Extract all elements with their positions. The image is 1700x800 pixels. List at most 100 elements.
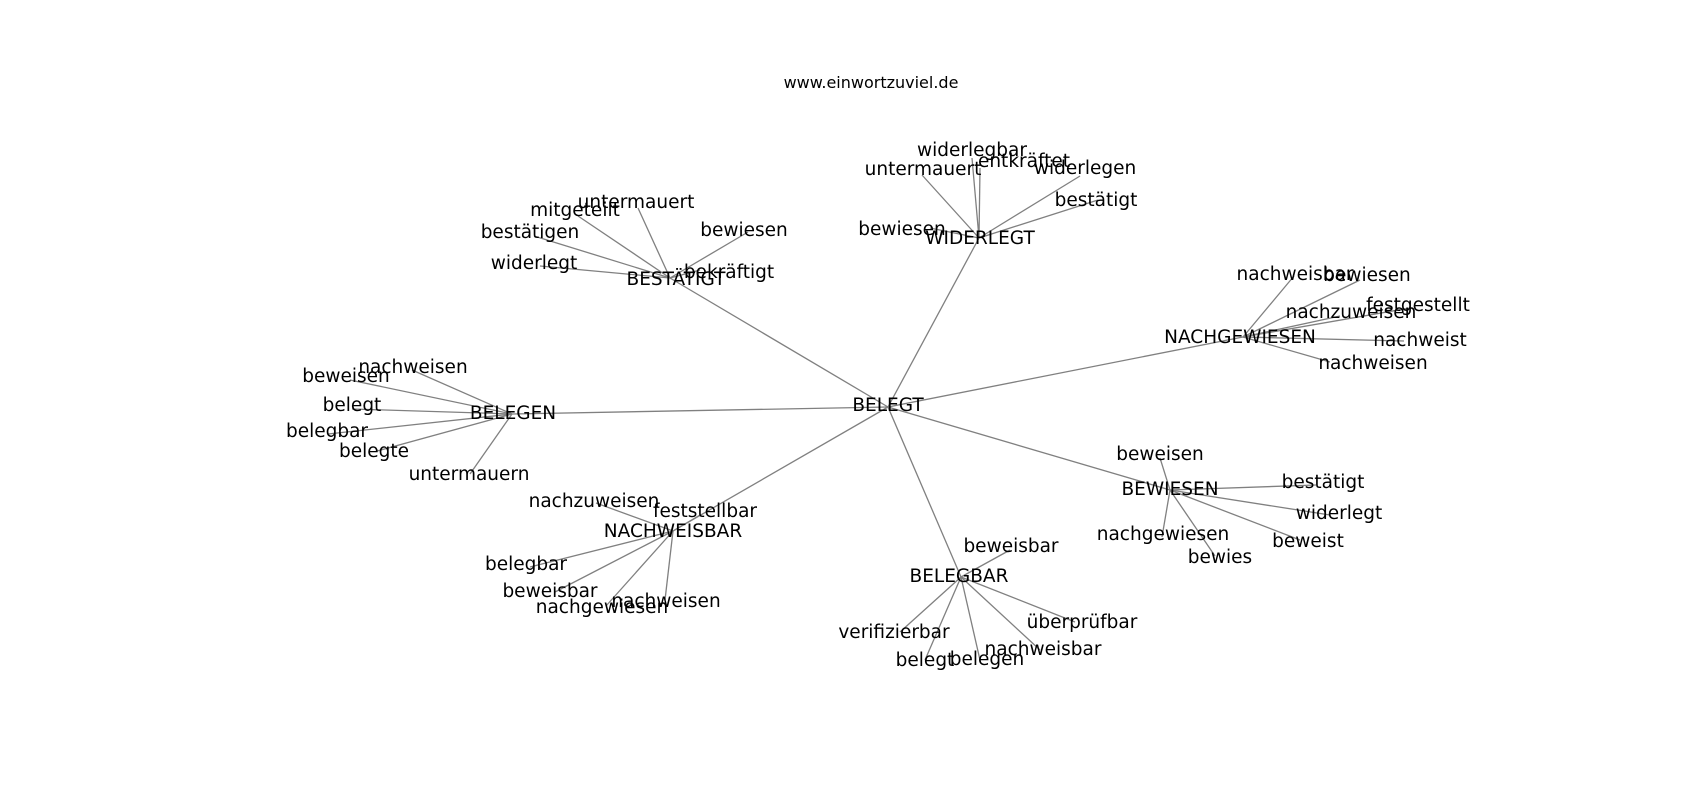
edge-line xyxy=(887,237,980,408)
edge-line xyxy=(529,530,674,568)
edge-line xyxy=(511,406,889,415)
word-node: untermauert xyxy=(578,192,695,213)
word-node: beweisen xyxy=(1116,444,1204,465)
hub-node: NACHWEISBAR xyxy=(604,521,743,542)
edge-line xyxy=(669,277,889,408)
word-node: beweist xyxy=(1272,531,1344,552)
edge-line xyxy=(637,207,671,279)
edge-line xyxy=(924,576,962,661)
word-node: beweisbar xyxy=(963,536,1058,557)
edge-line xyxy=(1159,457,1171,491)
word-node: nachgewiesen xyxy=(536,597,668,618)
hub-node: BESTÄTIGT xyxy=(627,269,727,290)
edges xyxy=(327,157,1411,661)
edge-line xyxy=(887,406,962,578)
edge-line xyxy=(978,167,981,239)
word-node: belegbar xyxy=(485,554,567,575)
edge-line xyxy=(351,408,513,415)
hub-node: BELEGBAR xyxy=(910,566,1009,587)
edge-line xyxy=(978,175,1081,239)
word-node: belegt xyxy=(896,650,955,671)
edge-line xyxy=(978,199,1099,239)
word-node: bewiesen xyxy=(700,220,788,241)
word-node: beweisbar xyxy=(502,581,597,602)
edge-line xyxy=(1169,489,1216,557)
word-node: widerlegt xyxy=(491,253,578,274)
center-node: BELEGT xyxy=(852,395,924,416)
word-node: bestätigt xyxy=(1282,472,1365,493)
edge-line xyxy=(327,413,513,435)
source-url: www.einwortzuviel.de xyxy=(784,73,959,92)
edge-line xyxy=(669,269,701,279)
word-node: nachweisbar xyxy=(985,639,1102,660)
hub-node: WIDERLEGT xyxy=(925,228,1035,249)
edge-line xyxy=(1169,484,1317,491)
word-node: belegbar xyxy=(286,421,368,442)
word-node: bewiesen xyxy=(1323,265,1411,286)
edge-line xyxy=(595,502,674,532)
word-node: nachweisen xyxy=(358,357,467,378)
word-node: mitgeteilt xyxy=(530,200,620,221)
hub-node: BELEGEN xyxy=(470,403,556,424)
word-node: bewies xyxy=(1188,547,1252,568)
edge-line xyxy=(554,530,674,593)
edge-line xyxy=(960,549,1011,578)
word-node: untermauern xyxy=(409,464,530,485)
word-node: überprüfbar xyxy=(1027,612,1138,633)
edge-line xyxy=(971,157,980,239)
edge-line xyxy=(1242,315,1341,338)
edge-line xyxy=(1242,307,1411,338)
edge-line xyxy=(664,530,674,601)
word-node: bestätigen xyxy=(481,222,580,243)
edge-line xyxy=(921,174,980,239)
edge-line xyxy=(887,406,1171,491)
word-node: beweisen xyxy=(302,366,390,387)
word-node: bewiesen xyxy=(858,219,946,240)
edge-line xyxy=(960,576,1076,623)
edge-line xyxy=(349,379,513,415)
edge-line xyxy=(1242,279,1361,338)
edge-line xyxy=(1161,489,1171,538)
edge-line xyxy=(411,369,513,415)
edge-line xyxy=(577,215,671,279)
edge-line xyxy=(533,235,671,279)
edge-line xyxy=(887,336,1244,408)
word-node: entkräftet xyxy=(978,151,1070,172)
edge-line xyxy=(899,576,962,633)
edge-line xyxy=(960,576,1041,651)
word-node: belegt xyxy=(323,395,382,416)
word-node: widerlegen xyxy=(1034,158,1136,179)
edge-line xyxy=(376,413,513,452)
word-node: festgestellt xyxy=(1366,295,1470,316)
word-node: nachzuweisen xyxy=(1286,302,1417,323)
word-node: nachgewiesen xyxy=(1097,524,1229,545)
word-node: belegte xyxy=(339,441,409,462)
word-node: bekräftigt xyxy=(684,262,774,283)
word-node: untermauert xyxy=(865,159,982,180)
edge-line xyxy=(672,406,889,532)
edge-line xyxy=(605,530,674,607)
edge-line xyxy=(929,227,980,239)
edge-line xyxy=(469,413,513,475)
word-node: nachweist xyxy=(1373,330,1467,351)
word-node: widerlegt xyxy=(1296,503,1383,524)
labels: BELEGT WIDERLEGT widerlegbar entkräftet … xyxy=(286,140,1470,671)
edge-line xyxy=(672,514,701,532)
word-node: nachweisen xyxy=(611,591,720,612)
edge-line xyxy=(1242,336,1405,342)
edge-line xyxy=(1242,336,1331,363)
word-node: nachzuweisen xyxy=(529,491,660,512)
hub-node: NACHGEWIESEN xyxy=(1164,327,1316,348)
word-node: belegen xyxy=(950,649,1025,670)
edge-line xyxy=(1169,489,1331,516)
word-node: nachweisbar xyxy=(1237,264,1354,285)
word-node: bestätigt xyxy=(1055,190,1138,211)
edge-line xyxy=(960,576,981,661)
word-node: widerlegbar xyxy=(917,140,1027,161)
hub-node: BEWIESEN xyxy=(1121,479,1218,500)
edge-line xyxy=(539,265,671,279)
edge-line xyxy=(669,231,749,279)
edge-line xyxy=(1169,489,1301,541)
word-node: verifizierbar xyxy=(838,622,950,643)
